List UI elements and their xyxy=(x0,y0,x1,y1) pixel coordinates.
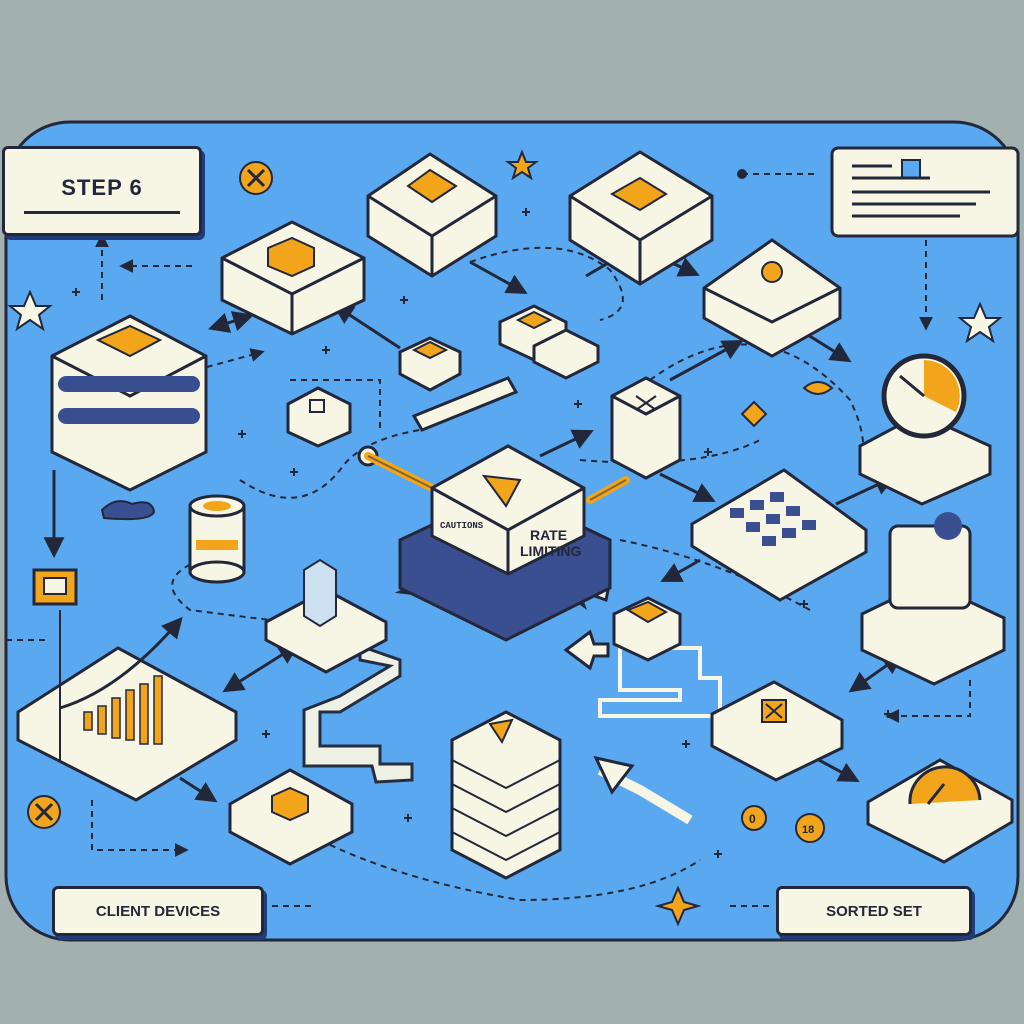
small-node-orange[interactable] xyxy=(612,596,682,662)
star-icon xyxy=(957,301,1003,344)
database-node[interactable] xyxy=(188,494,246,584)
node-x-box[interactable] xyxy=(710,680,844,782)
center-title-line2: LIMITING xyxy=(520,543,582,559)
orange-link-outline xyxy=(367,455,627,501)
star-icon xyxy=(505,149,539,181)
dashed-connectors xyxy=(6,173,971,907)
gear-icon xyxy=(761,261,783,283)
gauge-node[interactable] xyxy=(866,758,1014,864)
badge-number: 0 xyxy=(749,812,756,826)
connector-dot xyxy=(737,169,747,179)
dice-node[interactable] xyxy=(860,512,1006,686)
diamond-icon xyxy=(740,400,768,428)
server-stack[interactable] xyxy=(50,314,208,492)
node-top-left[interactable] xyxy=(220,220,366,336)
sorted-set-label: SORTED SET xyxy=(776,886,972,936)
small-node-left[interactable] xyxy=(286,386,352,448)
small-box-pair[interactable] xyxy=(398,304,600,392)
client-devices-label: CLIENT DEVICES xyxy=(52,886,264,936)
label-bar xyxy=(411,376,519,432)
cloud-icon xyxy=(100,500,156,521)
step-underline xyxy=(24,210,180,214)
node-bottom-left[interactable] xyxy=(228,768,354,866)
step-label: STEP 6 xyxy=(61,174,143,200)
sorted-set-stack[interactable] xyxy=(450,710,562,880)
pillar-node[interactable] xyxy=(264,558,388,674)
keyboard-node[interactable] xyxy=(690,468,868,602)
center-title-line1: RATE xyxy=(530,527,567,543)
badge-icon xyxy=(795,813,825,843)
badge-number: 18 xyxy=(802,824,814,836)
badge-icon xyxy=(741,805,767,831)
clock-node[interactable] xyxy=(858,353,992,506)
eye-icon xyxy=(802,381,834,395)
decorative-icons: 0 18 xyxy=(7,149,1003,927)
chart-node[interactable] xyxy=(16,610,238,802)
node-top-right[interactable] xyxy=(568,150,714,286)
center-side-label: CAUTIONS xyxy=(440,521,484,531)
sparkle-icon xyxy=(654,885,702,927)
document-card xyxy=(830,146,1020,238)
column-node[interactable] xyxy=(610,376,682,480)
node-config[interactable] xyxy=(702,238,842,358)
node-top-center[interactable] xyxy=(366,152,498,278)
rate-limiting-node[interactable]: RATE LIMITING CAUTIONS xyxy=(398,444,612,642)
star-icon xyxy=(7,289,53,332)
plus-sparkles xyxy=(72,208,892,858)
step-label-box: STEP 6 xyxy=(2,146,202,236)
